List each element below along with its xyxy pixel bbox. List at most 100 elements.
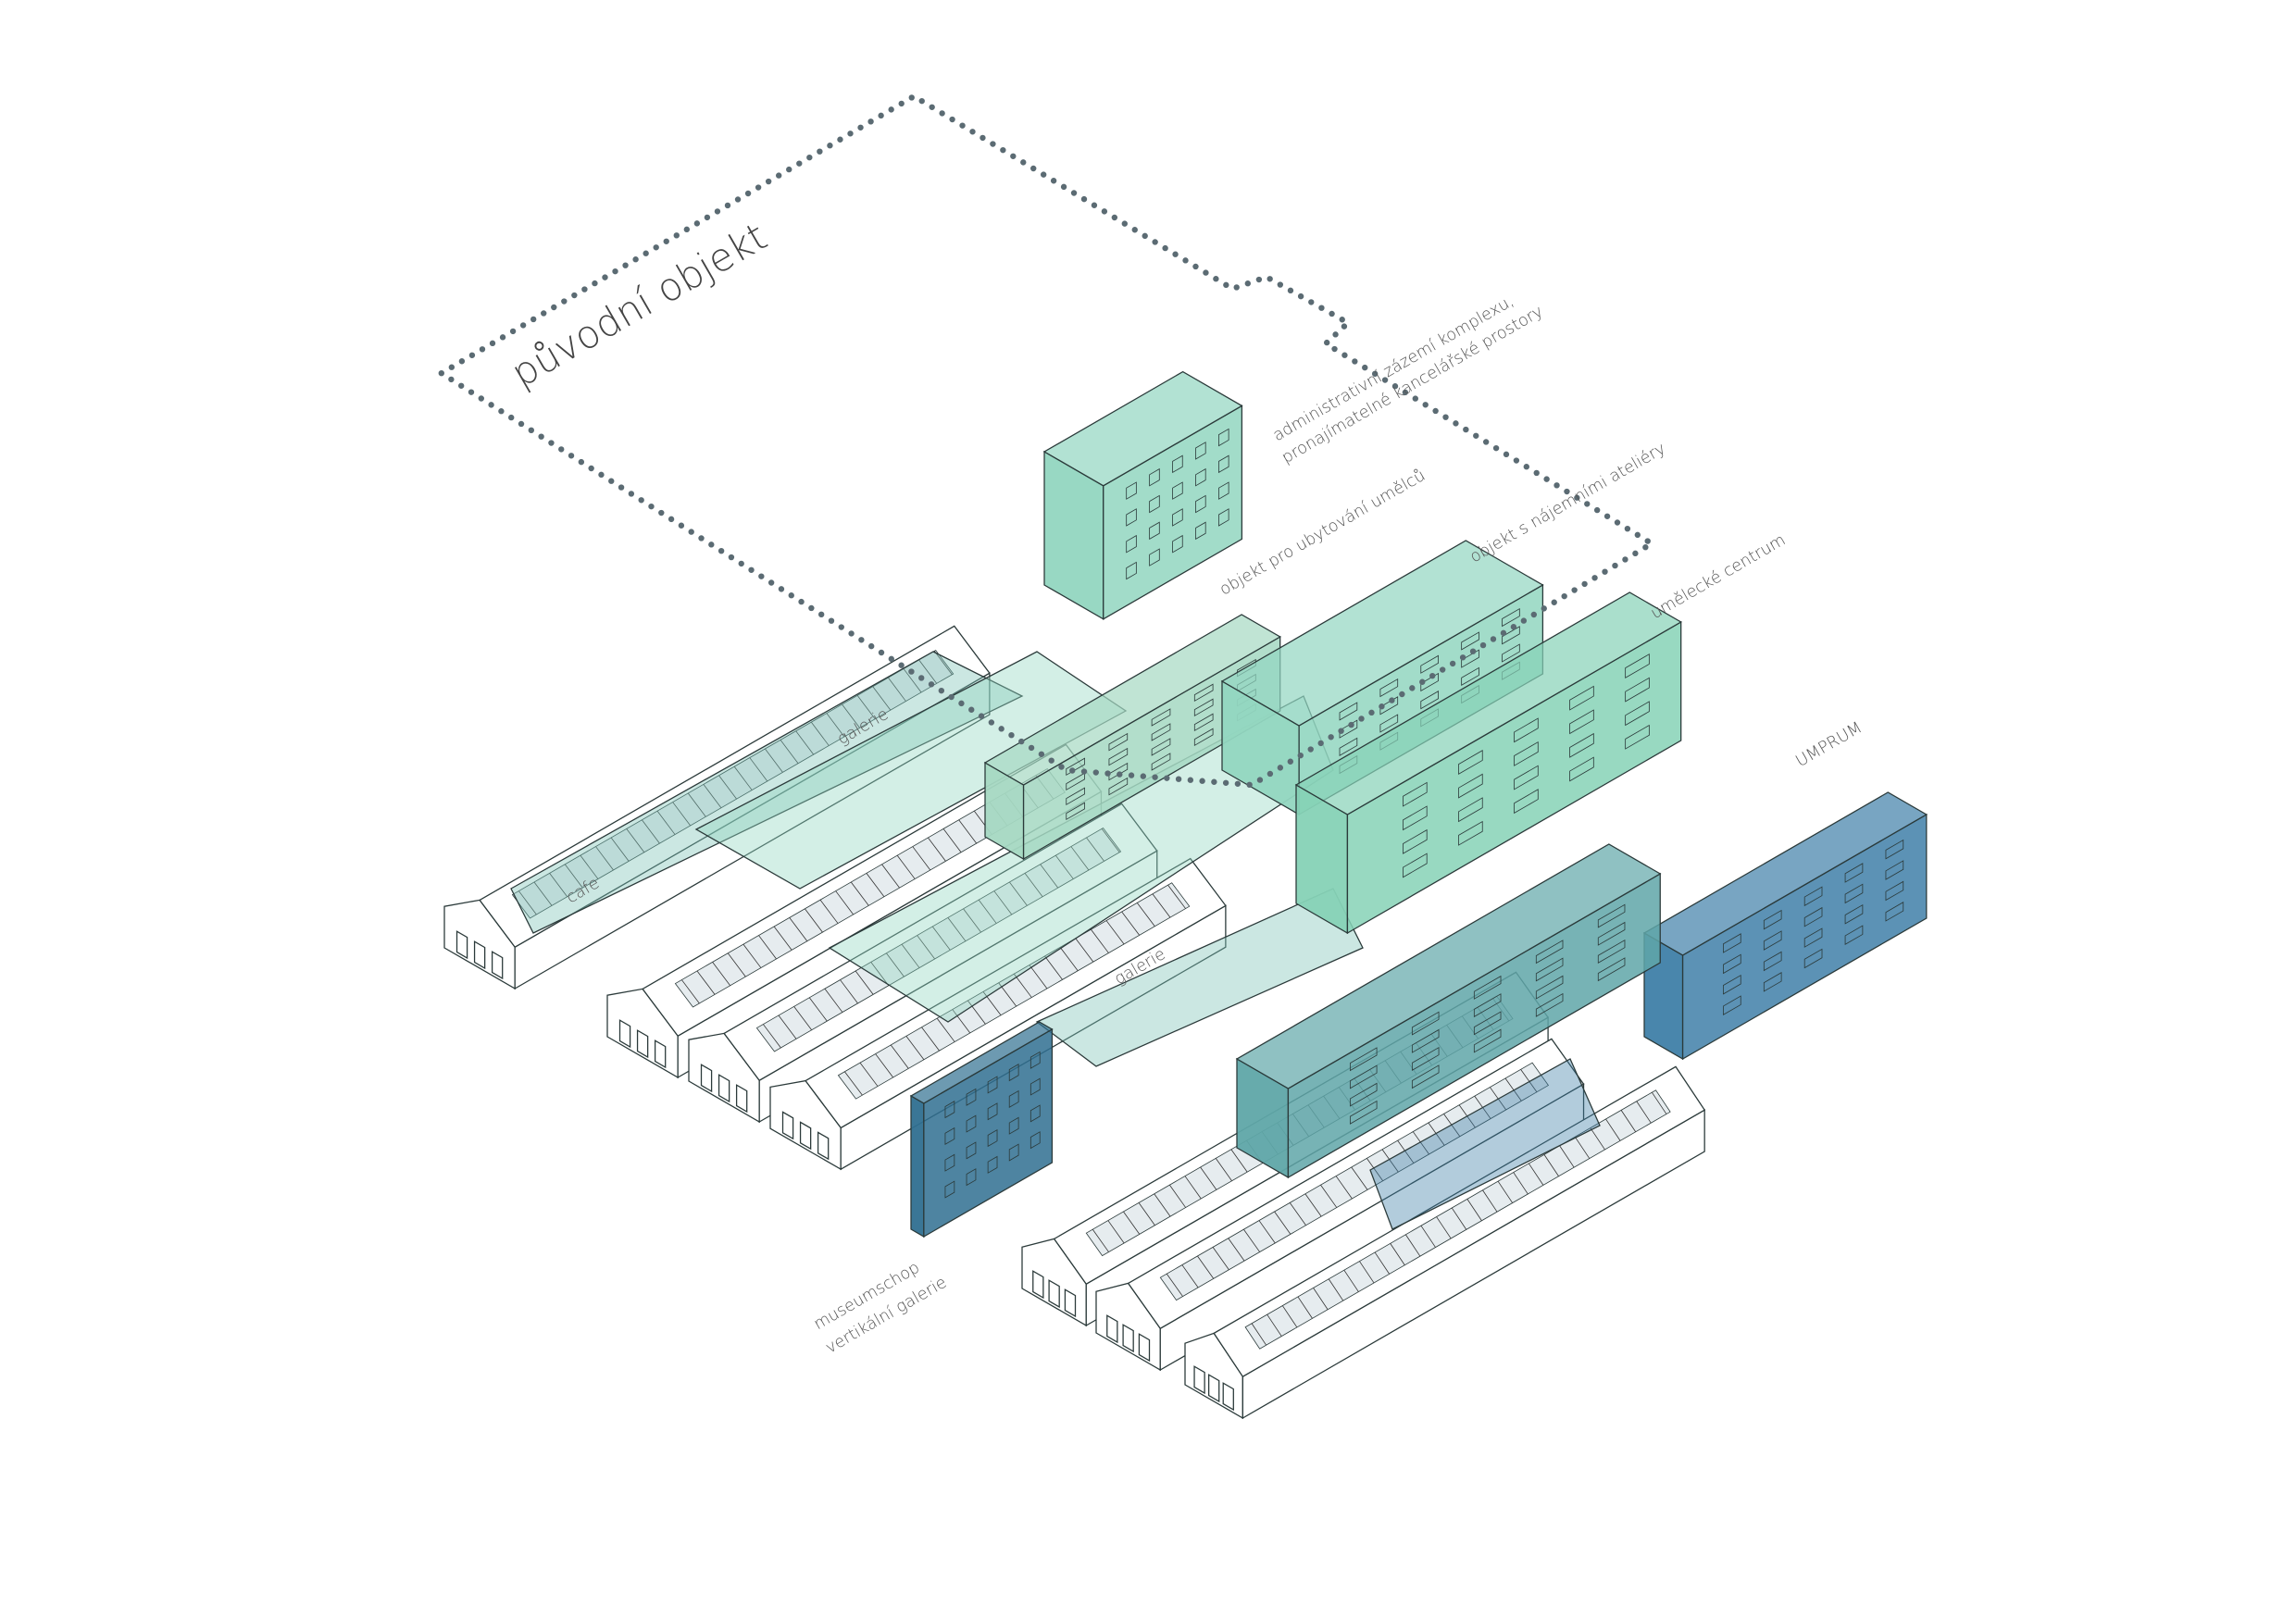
skylight-truss [886, 952, 905, 977]
skylight-truss [888, 677, 906, 702]
window [1193, 698, 1214, 717]
museumshop-vertical-gallery [909, 1021, 1054, 1238]
program-overlays [510, 651, 1601, 1230]
skylight-truss [1428, 1122, 1445, 1146]
label-umprum: UMPRUM [1793, 718, 1866, 771]
skylight-truss [1169, 1184, 1186, 1208]
skylight-truss [1215, 1158, 1232, 1181]
window [1461, 631, 1479, 651]
left-face [910, 1094, 925, 1238]
skylight-truss [890, 1044, 909, 1069]
skylight-truss [672, 802, 692, 827]
window [1008, 1064, 1019, 1082]
window [1126, 481, 1137, 500]
art-center-building [1294, 591, 1682, 935]
skylight-truss [1412, 1131, 1429, 1155]
skylight-truss [1652, 1091, 1667, 1114]
hall-door [1122, 1324, 1134, 1353]
skylight-truss [733, 765, 753, 790]
skylight-truss [856, 695, 876, 720]
window [1885, 902, 1904, 922]
hall-door [618, 1019, 631, 1049]
window [1218, 428, 1229, 447]
window [1535, 957, 1564, 982]
label-art-center: umělecké centrum [1648, 531, 1790, 624]
window [1597, 957, 1626, 982]
skylight-truss [1024, 873, 1043, 897]
skylight-truss [810, 721, 830, 746]
window [1885, 860, 1904, 880]
window [1420, 691, 1439, 710]
window [1349, 1064, 1378, 1089]
skylight-truss [1167, 884, 1186, 909]
top-face [983, 614, 1281, 786]
top-face [1220, 540, 1544, 727]
hall-door [799, 1121, 812, 1151]
skylight-truss [952, 1009, 971, 1034]
skylight-truss [763, 1024, 781, 1049]
window [1193, 728, 1214, 747]
window [1172, 534, 1183, 554]
skylight-truss [765, 748, 783, 773]
window [987, 1155, 998, 1174]
hall-door [1138, 1333, 1151, 1363]
skylight-truss [1101, 828, 1120, 853]
artist-lodging-building [983, 614, 1281, 861]
skylight-truss [1184, 1176, 1202, 1200]
skylight-truss [872, 686, 892, 711]
window [1597, 903, 1626, 928]
hall-door [1048, 1279, 1060, 1309]
window [1625, 653, 1650, 678]
skylight-truss [1328, 1278, 1344, 1301]
skylight-truss [958, 819, 978, 844]
skylight-truss [918, 659, 938, 684]
skylight-truss [1636, 1101, 1652, 1124]
skylight-truss [742, 943, 762, 968]
skylight-truss [1105, 920, 1125, 945]
window [1461, 666, 1479, 686]
skylight-truss [1181, 1264, 1199, 1288]
window [1403, 828, 1428, 854]
hall-door [1193, 1365, 1205, 1395]
skylight-truss [703, 784, 722, 808]
skylight-truss [917, 935, 936, 960]
skylight-truss [1136, 902, 1155, 927]
skylight-truss [1351, 1166, 1368, 1190]
window [966, 1088, 977, 1106]
window [1195, 521, 1206, 541]
skylight-truss [773, 926, 792, 951]
hall-door [455, 930, 468, 960]
skylight-truss [1466, 1199, 1482, 1221]
window [1502, 643, 1520, 663]
window [1008, 1143, 1019, 1162]
window [1420, 672, 1439, 692]
skylight-truss [1154, 1193, 1171, 1217]
window [1349, 1100, 1378, 1125]
skylight-truss [1251, 1323, 1267, 1346]
window [1149, 467, 1160, 487]
window [1473, 1028, 1502, 1053]
window [1569, 685, 1594, 711]
window [1803, 927, 1823, 948]
skylight-truss [758, 935, 777, 960]
skylight-truss [749, 757, 768, 782]
window [1195, 494, 1206, 514]
window [987, 1076, 998, 1094]
hall-door [817, 1131, 830, 1161]
skylight-truss [549, 873, 568, 897]
skylight-truss [1436, 1216, 1452, 1239]
window [1420, 654, 1439, 674]
window [1029, 1077, 1041, 1096]
window [1569, 756, 1594, 782]
window [1126, 508, 1137, 527]
skylight-truss [859, 1062, 879, 1087]
label-lodging: objekt pro ubytování umělců [1217, 467, 1429, 600]
window [1379, 678, 1399, 698]
skylight-truss [1520, 1069, 1538, 1092]
window [1625, 724, 1650, 750]
skylight-truss [718, 775, 737, 800]
skylight-truss [580, 854, 599, 879]
window [944, 1180, 955, 1199]
